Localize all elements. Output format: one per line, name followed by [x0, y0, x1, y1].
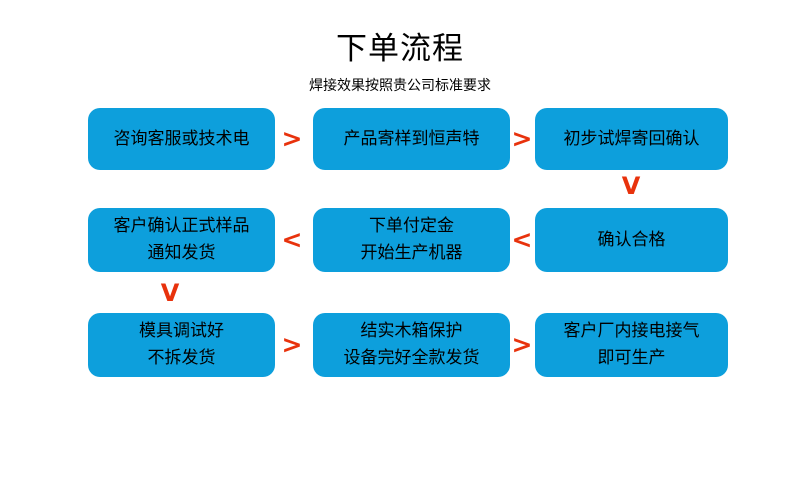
arrow-right-icon: >	[511, 330, 533, 359]
flow-node-line: 通知发货	[147, 243, 216, 263]
arrow-left-icon: <	[511, 225, 533, 254]
flow-node-line: 即可生产	[597, 348, 666, 368]
arrow-down-icon: V	[621, 172, 641, 200]
arrow-right-icon: >	[511, 124, 533, 153]
page-title: 下单流程	[336, 31, 464, 67]
flow-node-line: 咨询客服或技术电	[113, 128, 250, 149]
flow-node-step-9[interactable]: 客户厂内接电接气 即可生产	[535, 313, 728, 377]
page-subtitle: 焊接效果按照贵公司标准要求	[309, 78, 491, 94]
arrow-right-icon: >	[281, 330, 303, 359]
flow-node-step-6[interactable]: 客户确认正式样品 通知发货	[88, 208, 275, 272]
flow-node-line: 设备完好全款发货	[343, 348, 480, 368]
flow-node-line: 下单付定金	[369, 216, 454, 236]
flow-node-line: 开始生产机器	[360, 243, 463, 263]
flow-node-step-1[interactable]: 咨询客服或技术电	[88, 108, 275, 170]
flow-node-step-3[interactable]: 初步试焊寄回确认	[535, 108, 728, 170]
arrow-down-icon: V	[160, 279, 180, 307]
flow-node-line: 不拆发货	[147, 348, 216, 368]
flow-node-step-5[interactable]: 下单付定金 开始生产机器	[313, 208, 510, 272]
flow-node-line: 模具调试好	[139, 321, 224, 341]
flow-node-line: 确认合格	[597, 229, 666, 250]
flow-node-line: 初步试焊寄回确认	[563, 128, 700, 149]
arrow-right-icon: >	[281, 124, 303, 153]
flow-node-line: 客户确认正式样品	[113, 216, 250, 236]
flow-node-step-8[interactable]: 结实木箱保护 设备完好全款发货	[313, 313, 510, 377]
flow-node-line: 结实木箱保护	[360, 321, 463, 341]
flow-node-step-7[interactable]: 模具调试好 不拆发货	[88, 313, 275, 377]
flow-node-step-2[interactable]: 产品寄样到恒声特	[313, 108, 510, 170]
flow-node-line: 客户厂内接电接气	[563, 321, 700, 341]
flow-node-step-4[interactable]: 确认合格	[535, 208, 728, 272]
arrow-left-icon: <	[281, 225, 303, 254]
flow-node-line: 产品寄样到恒声特	[343, 128, 480, 149]
